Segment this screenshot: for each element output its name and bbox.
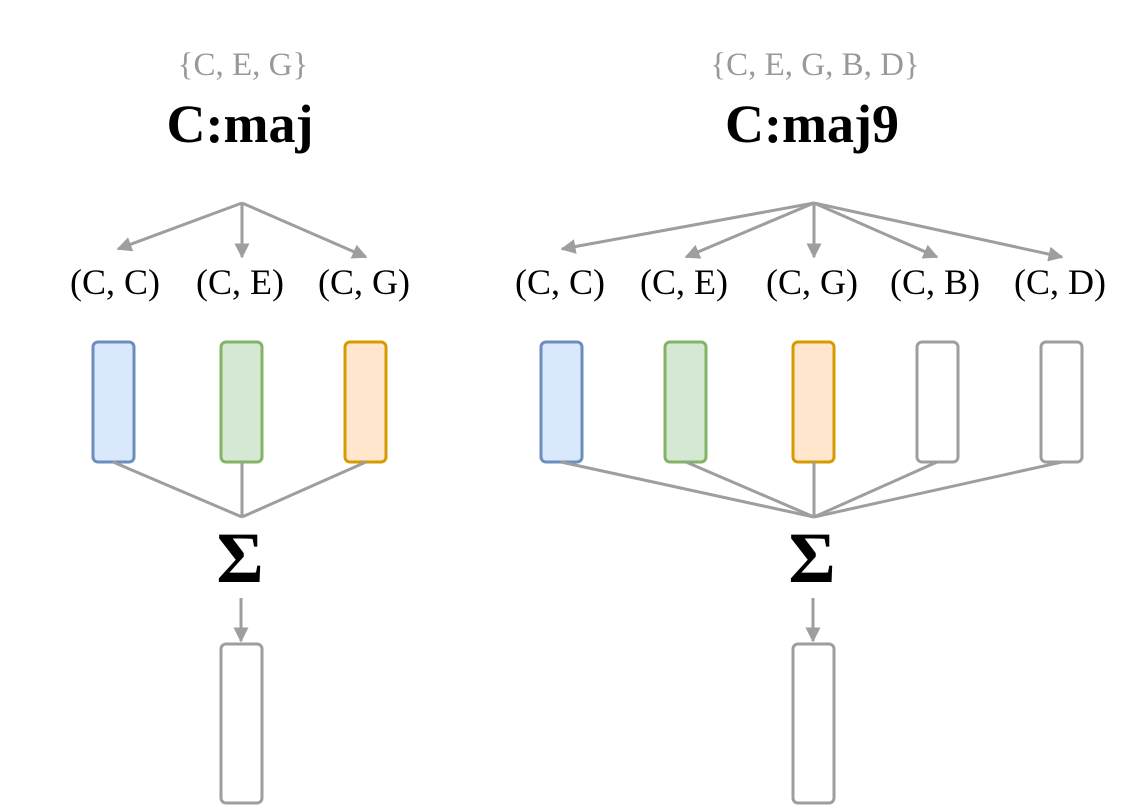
pair-label: (C, E) (640, 262, 728, 302)
chord-title: C:maj (167, 94, 314, 154)
sum-connector (112, 460, 243, 519)
pair-label: (C, E) (196, 262, 284, 302)
panel-cmaj: {C, E, G} C:maj (C, C) (C, E) (C, G) Σ (70, 47, 410, 805)
arrow-to-pair-c-d (813, 201, 1064, 262)
chord-embedding-vector (791, 642, 836, 805)
chord-title: C:maj9 (725, 94, 899, 154)
sum-connector (813, 460, 1063, 519)
pair-label: (C, B) (890, 262, 980, 302)
sum-connector (241, 460, 367, 519)
sum-connector (813, 460, 938, 519)
note-set-label: {C, E, G} (178, 47, 309, 83)
chord-embedding-vector (219, 642, 264, 805)
pair-embedding-vector (539, 340, 584, 464)
arrow-to-pair-c-g (241, 201, 368, 259)
sum-symbol: Σ (788, 518, 835, 598)
pair-label: (C, C) (515, 262, 605, 302)
pair-embedding-vector (791, 340, 836, 464)
sum-connector (685, 460, 815, 519)
arrow-to-pair-c-e (684, 201, 815, 259)
arrow-to-pair-c-c (560, 201, 815, 254)
note-set-label: {C, E, G, B, D} (710, 47, 920, 83)
pair-label: (C, G) (766, 262, 858, 302)
pair-embedding-vector (915, 340, 960, 464)
panel-cmaj9: {C, E, G, B, D} C:maj9 (C, C) (C, E) (C,… (515, 47, 1106, 805)
sum-connector (560, 460, 815, 519)
pair-embedding-vector (343, 340, 388, 464)
sum-symbol: Σ (216, 518, 263, 598)
pair-label: (C, C) (70, 262, 160, 302)
arrow-to-pair-c-b (813, 201, 939, 259)
pair-label: (C, G) (318, 262, 410, 302)
pair-embedding-vector (1039, 340, 1084, 464)
arrow-to-pair-c-c (116, 201, 243, 252)
pair-label: (C, D) (1014, 262, 1106, 302)
pair-embedding-vector (219, 340, 264, 464)
pair-embedding-vector (91, 340, 136, 464)
pair-embedding-vector (663, 340, 708, 464)
